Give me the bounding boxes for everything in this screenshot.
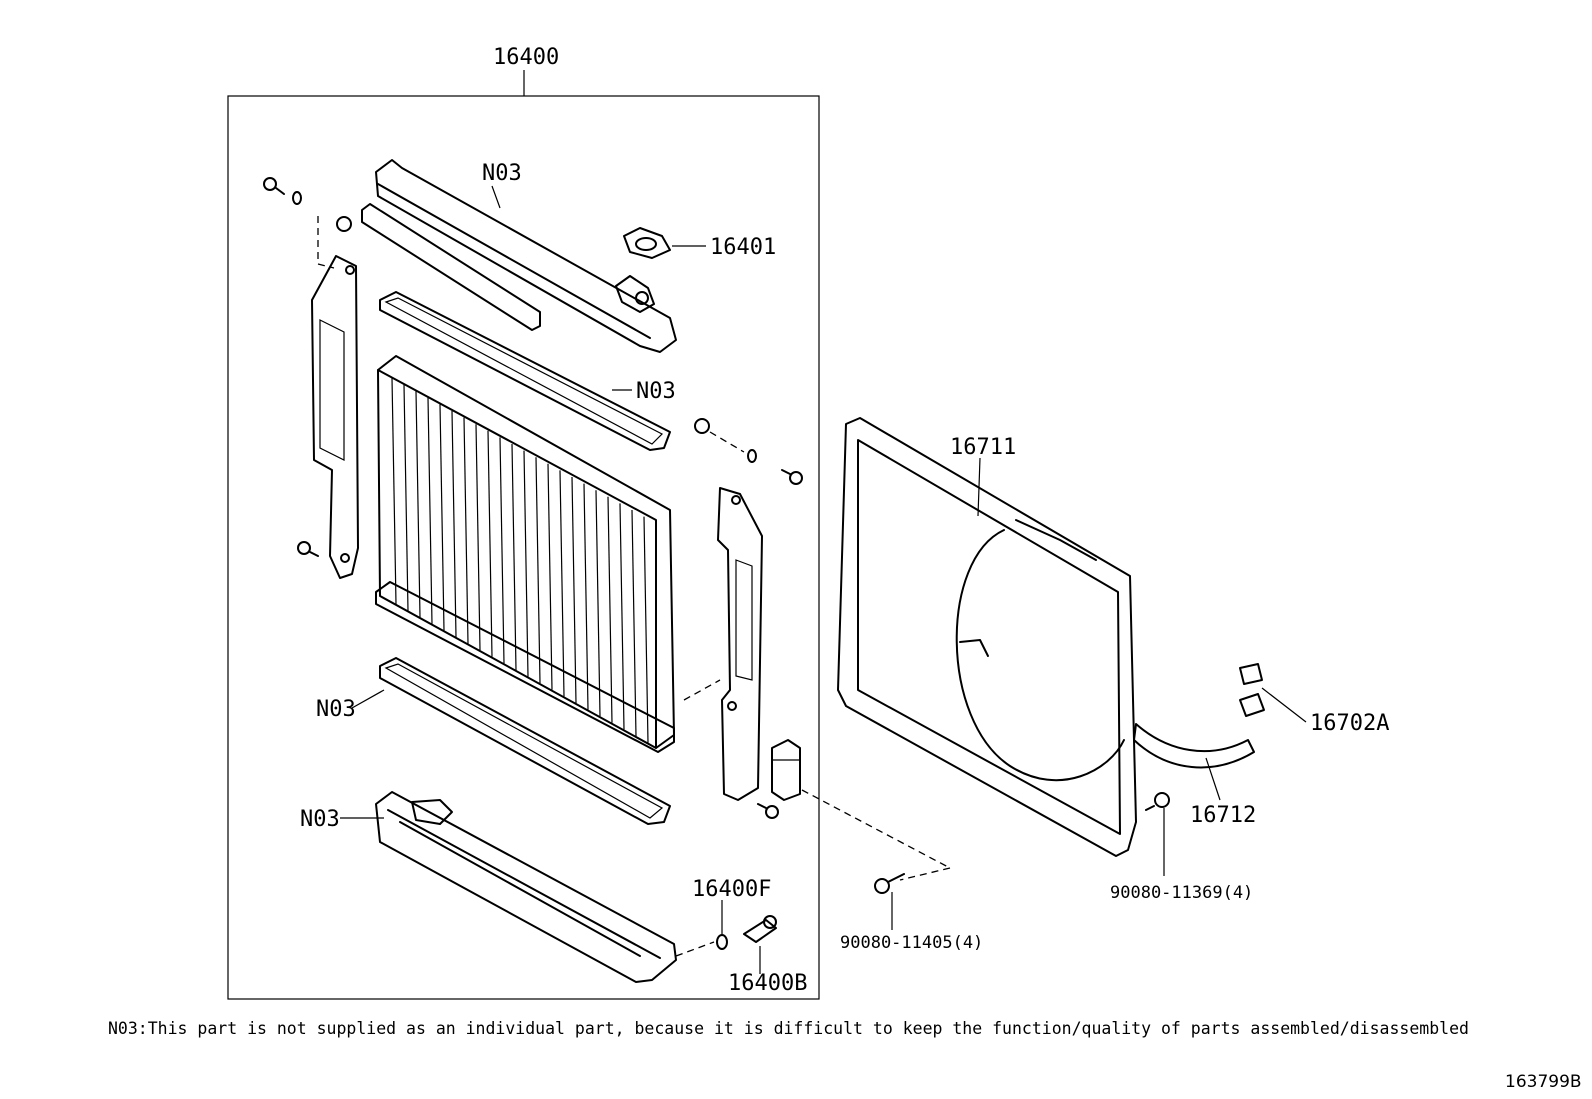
radiator-core [375, 355, 675, 753]
label-16400: 16400 [493, 45, 559, 70]
upper-tank [375, 159, 677, 353]
core-fin [571, 476, 577, 704]
right-washer [747, 449, 757, 463]
spacer-block [771, 739, 801, 801]
core-fin [511, 443, 517, 671]
label-n03-upper-tank: N03 [482, 161, 522, 186]
label-16401: 16401 [710, 235, 776, 260]
core-fin [451, 410, 457, 638]
left-bolt-bottom [297, 541, 319, 557]
upper-seal-strip [361, 203, 541, 331]
core-fin [415, 391, 421, 618]
core-fin [619, 503, 625, 730]
core-fin [595, 490, 601, 717]
right-side-bracket [717, 487, 763, 801]
right-bolt-top [781, 469, 803, 485]
left-washer [292, 191, 302, 205]
core-fin [403, 384, 409, 611]
core-fin [607, 496, 613, 723]
core-fin [631, 509, 637, 737]
core-fin [391, 377, 397, 605]
label-16400b: 16400B [728, 971, 807, 996]
label-16702a: 16702A [1310, 711, 1389, 736]
core-fin [523, 450, 529, 677]
label-n03-upper-gasket: N03 [636, 379, 676, 404]
right-grommet [694, 418, 710, 434]
clip-16702a [1239, 663, 1263, 685]
left-bolt-top [263, 177, 285, 195]
upper-gasket [379, 291, 671, 451]
label-n03-lower-tank: N03 [300, 807, 340, 832]
core-fin [499, 437, 505, 664]
core-fin [583, 483, 589, 710]
core-fin [439, 404, 445, 631]
core-fin [643, 516, 649, 743]
left-side-bracket [311, 255, 359, 579]
core-fins [391, 377, 649, 743]
label-90080-11405: 90080-11405(4) [840, 933, 983, 953]
core-fin [547, 463, 553, 690]
core-fin [535, 457, 541, 684]
left-grommet [336, 216, 352, 232]
n03-footnote: N03:This part is not supplied as an indi… [108, 1019, 1469, 1038]
label-90080-11369: 90080-11369(4) [1110, 883, 1253, 903]
bolt-90080-11405 [874, 873, 905, 894]
core-fin [475, 424, 481, 651]
core-fin [487, 430, 493, 657]
label-16712: 16712 [1190, 803, 1256, 828]
label-n03-lower-gasket: N03 [316, 697, 356, 722]
core-fin [427, 397, 433, 624]
right-bolt-bottom [757, 803, 779, 819]
lower-shroud [1133, 693, 1265, 769]
label-16400f: 16400F [692, 877, 771, 902]
label-16711: 16711 [950, 435, 1016, 460]
drain-cock [743, 915, 777, 943]
diagram-reference-code: 163799B [1505, 1072, 1582, 1092]
lower-gasket [379, 657, 671, 825]
lower-tank [375, 791, 677, 983]
bolt-90080-11369 [1145, 792, 1170, 811]
core-fin [463, 417, 469, 644]
drain-gasket [716, 934, 728, 950]
core-fin [559, 470, 565, 697]
fan-shroud [837, 417, 1137, 857]
radiator-cap [623, 227, 671, 259]
